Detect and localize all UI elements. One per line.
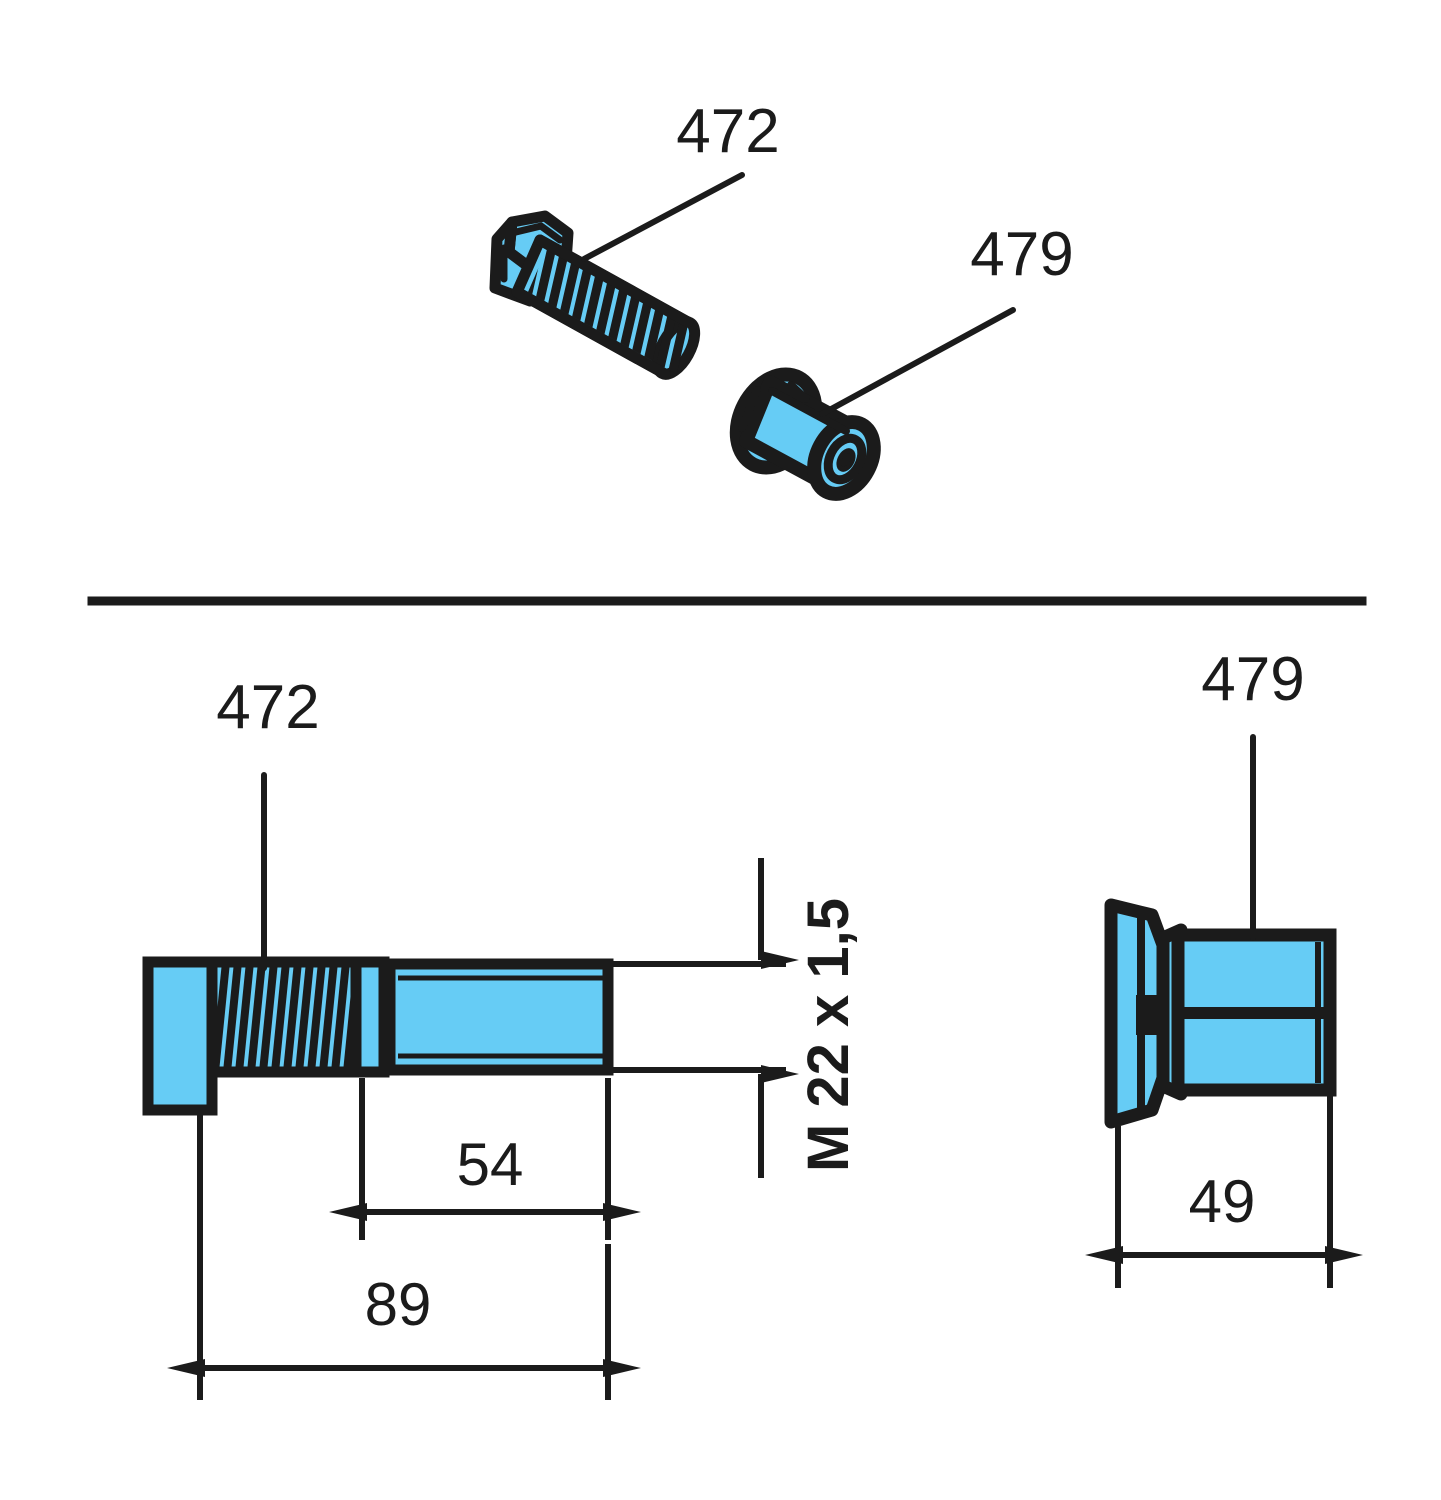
part-label-472-side: 472 (216, 673, 319, 742)
thread-diameter-dimension (608, 858, 799, 1178)
part-label-472-iso: 472 (676, 97, 779, 166)
part-label-479-side: 479 (1201, 645, 1304, 714)
sleeve-side-view (1104, 898, 1337, 1129)
hex-bolt-icon (489, 210, 701, 380)
overall-length-value: 89 (365, 1271, 432, 1338)
thread-length-value: 54 (457, 1131, 524, 1198)
thread-spec-label: M 22 x 1,5 (796, 898, 861, 1172)
part-label-479-iso: 479 (970, 220, 1073, 289)
sleeve-nut-icon (729, 367, 881, 501)
thread-length-dimension (329, 1078, 641, 1240)
overall-length-dimension (167, 1110, 641, 1400)
leader-line-479-iso (819, 307, 1016, 417)
leader-line-472-iso (581, 172, 745, 262)
bolt-side-view (142, 956, 614, 1116)
sleeve-length-value: 49 (1189, 1168, 1256, 1235)
sleeve-length-dimension (1085, 1096, 1363, 1288)
